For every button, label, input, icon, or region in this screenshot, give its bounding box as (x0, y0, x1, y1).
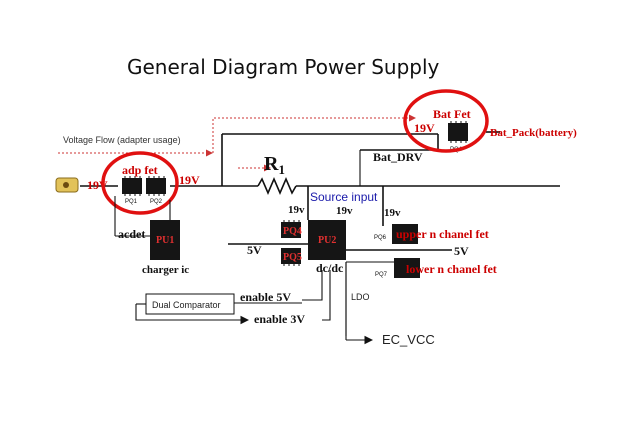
dcdc-5v-label: 5V (247, 243, 262, 257)
wire-enable-3v (135, 304, 250, 325)
charger-chip-pu1 (150, 220, 180, 260)
resistor-r1 (257, 176, 297, 196)
dcdc-fet-pq5 (281, 248, 301, 266)
lower-fet-chip (394, 258, 420, 278)
dc-jack-icon (55, 177, 79, 193)
pq4-label: PQ4 (283, 226, 302, 237)
adp-fet-pq2 (146, 176, 166, 196)
bat-fet-chip (448, 121, 468, 143)
dcdc-label: dc/dc (316, 261, 344, 275)
pq2-label: PQ2 (150, 199, 163, 205)
upper-fet-pq: PQ6 (374, 235, 387, 241)
bat-fet-highlight-ring (403, 89, 489, 153)
dcdc-chip-pu2 (308, 220, 346, 260)
upper-fet-chip (392, 224, 418, 244)
wire-pu2-to-en5 (302, 270, 323, 301)
lower-fet-pq: PQ7 (375, 272, 388, 278)
upper-fet-label: upper n chanel fet (396, 227, 489, 241)
dual-comparator-label: Dual Comparator (152, 300, 221, 310)
upper-fet-voltage: 19v (384, 207, 401, 219)
adp-fet-pq1 (122, 176, 142, 196)
wire-pu2-to-en3 (322, 270, 331, 321)
pu1-label: PU1 (156, 235, 174, 246)
enable-5v-label: enable 5V (240, 290, 291, 304)
bat-fet-label: Bat Fet (433, 107, 471, 121)
dcdc-fet-pq4 (281, 220, 301, 238)
bat-voltage: 19V (414, 121, 435, 135)
voltage-flow-label: Voltage Flow (adapter usage) (63, 135, 181, 145)
fet-out-5v: 5V (454, 244, 469, 258)
enable-3v-label: enable 3V (254, 312, 305, 326)
bat-pack-label: Bat_Pack(battery) (490, 127, 577, 139)
resistor-label: R1 (264, 153, 285, 177)
ldo-label: LDO (351, 292, 370, 302)
adp-fet-label: adp fet (122, 163, 158, 177)
adapter-out-voltage: 19V (179, 173, 200, 187)
acdet-label: acdet (118, 227, 145, 241)
flow-arrow-battery (212, 114, 416, 153)
ec-vcc-label: EC_VCC (382, 332, 435, 347)
charger-ic-label: charger ic (142, 264, 189, 276)
pq4-voltage: 19v (288, 204, 305, 216)
pq1-label: PQ1 (125, 199, 138, 205)
pu2-label: PU2 (318, 235, 336, 246)
lower-fet-label: lower n chanel fet (406, 262, 497, 276)
source-input-label: Source input (310, 190, 378, 204)
pu2-voltage: 19v (336, 205, 353, 217)
bat-drv-label: Bat_DRV (373, 150, 423, 164)
pq5-label: PQ5 (283, 252, 302, 263)
adp-fet-highlight-ring (101, 151, 179, 215)
diagram-title: General Diagram Power Supply (127, 55, 440, 79)
